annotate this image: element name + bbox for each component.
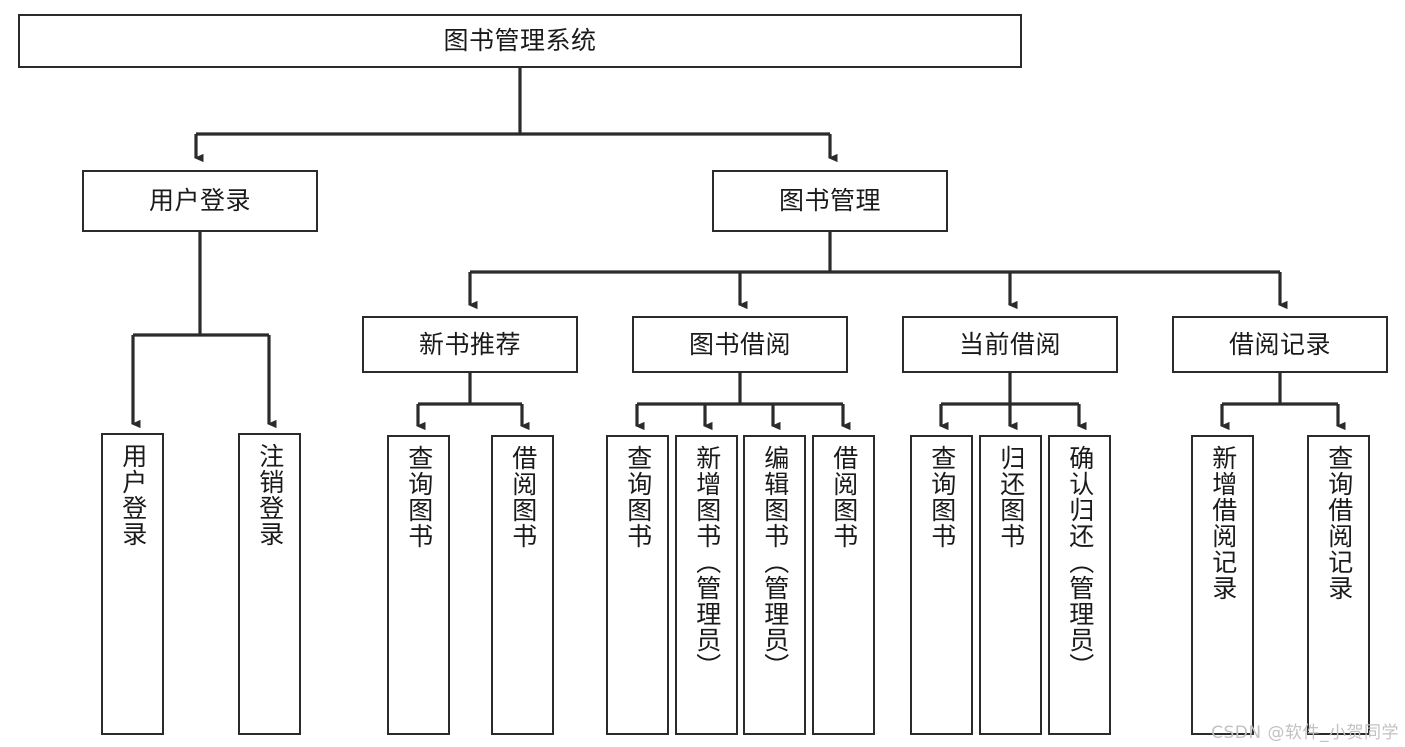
leaf-current-query-book-label: 查询图书 [927,445,957,549]
node-current-borrow-label: 当前借阅 [958,329,1061,359]
leaf-borrow-query-book-label: 查询图书 [623,445,653,549]
leaf-user-login-signout-label: 注销登录 [255,443,285,547]
leaf-borrow-lend-book-label: 借阅图书 [829,445,859,549]
node-new-book-recommend[interactable]: 新书推荐 [362,316,578,373]
leaf-borrow-edit-book-label: 编辑图书（管理员） [760,445,790,679]
node-borrow-records-label: 借阅记录 [1228,329,1331,359]
node-root[interactable]: 图书管理系统 [18,14,1022,68]
leaf-records-add-label: 新增借阅记录 [1208,445,1238,601]
node-book-management[interactable]: 图书管理 [712,170,948,232]
node-new-book-recommend-label: 新书推荐 [418,329,521,359]
node-book-borrow-label: 图书借阅 [688,329,791,359]
leaf-current-confirm-return-label: 确认归还（管理员） [1065,445,1095,679]
leaf-user-login-signin-label: 用户登录 [118,443,148,547]
leaf-borrow-add-book-label: 新增图书（管理员） [692,445,722,679]
leaf-borrow-edit-book[interactable]: 编辑图书（管理员） [743,435,806,735]
leaf-new-book-borrow-label: 借阅图书 [508,445,538,549]
node-book-management-label: 图书管理 [778,186,881,215]
node-current-borrow[interactable]: 当前借阅 [902,316,1118,373]
csdn-watermark: CSDN @软件_小贺同学 [1211,723,1399,743]
leaf-current-query-book[interactable]: 查询图书 [910,435,973,735]
leaf-records-query[interactable]: 查询借阅记录 [1307,435,1370,735]
leaf-new-book-borrow[interactable]: 借阅图书 [491,435,554,735]
leaf-current-return-book-label: 归还图书 [996,445,1026,549]
leaf-current-confirm-return[interactable]: 确认归还（管理员） [1048,435,1111,735]
leaf-user-login-signout[interactable]: 注销登录 [238,433,301,735]
leaf-borrow-add-book[interactable]: 新增图书（管理员） [675,435,738,735]
node-book-borrow[interactable]: 图书借阅 [632,316,848,373]
node-user-login[interactable]: 用户登录 [82,170,318,232]
leaf-new-book-query[interactable]: 查询图书 [387,435,450,735]
leaf-new-book-query-label: 查询图书 [404,445,434,549]
leaf-records-query-label: 查询借阅记录 [1324,445,1354,601]
node-user-login-label: 用户登录 [148,186,251,215]
leaf-borrow-query-book[interactable]: 查询图书 [606,435,669,735]
leaf-user-login-signin[interactable]: 用户登录 [101,433,164,735]
leaf-borrow-lend-book[interactable]: 借阅图书 [812,435,875,735]
node-root-label: 图书管理系统 [443,26,597,55]
node-borrow-records[interactable]: 借阅记录 [1172,316,1388,373]
leaf-current-return-book[interactable]: 归还图书 [979,435,1042,735]
leaf-records-add[interactable]: 新增借阅记录 [1191,435,1254,735]
